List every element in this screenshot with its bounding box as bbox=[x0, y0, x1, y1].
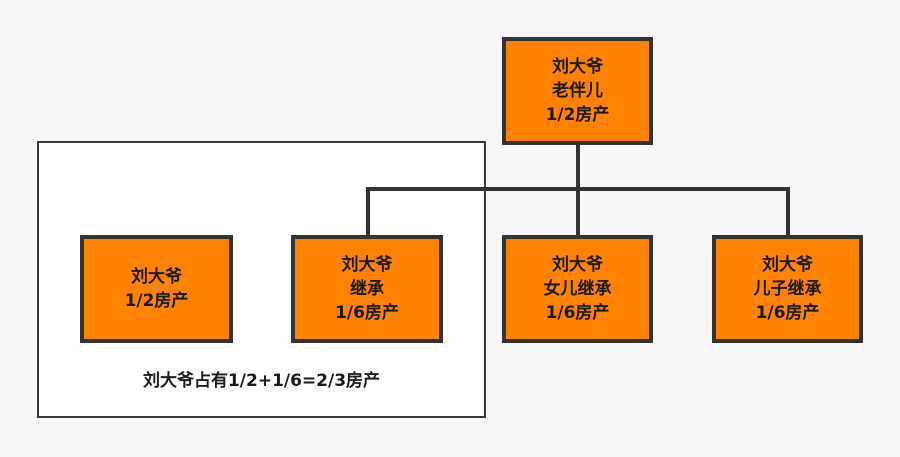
node-line: 女儿继承 bbox=[543, 279, 612, 299]
node-line: 1/6房产 bbox=[545, 303, 610, 323]
node-line: 继承 bbox=[350, 279, 384, 299]
node-line: 1/2房产 bbox=[545, 105, 610, 125]
node-line: 儿子继承 bbox=[753, 279, 822, 299]
node-child1: 刘大爷 继承 1/6房产 bbox=[291, 235, 443, 343]
node-line: 刘大爷 bbox=[341, 255, 393, 275]
node-line: 1/6房产 bbox=[755, 303, 820, 323]
node-top: 刘大爷 老伴儿 1/2房产 bbox=[502, 37, 653, 145]
node-line: 1/6房产 bbox=[335, 303, 399, 323]
node-line: 刘大爷 bbox=[131, 267, 182, 287]
node-line: 刘大爷 bbox=[552, 57, 603, 77]
group-caption: 刘大爷占有1/2+1/6=2/3房产 bbox=[142, 371, 381, 391]
node-line: 老伴儿 bbox=[552, 81, 603, 101]
node-line: 刘大爷 bbox=[552, 255, 603, 275]
node-left: 刘大爷 1/2房产 bbox=[80, 235, 233, 343]
node-line: 1/2房产 bbox=[124, 291, 189, 311]
node-child2: 刘大爷 女儿继承 1/6房产 bbox=[502, 235, 653, 343]
node-child3: 刘大爷 儿子继承 1/6房产 bbox=[712, 235, 863, 343]
node-line: 刘大爷 bbox=[762, 255, 813, 275]
